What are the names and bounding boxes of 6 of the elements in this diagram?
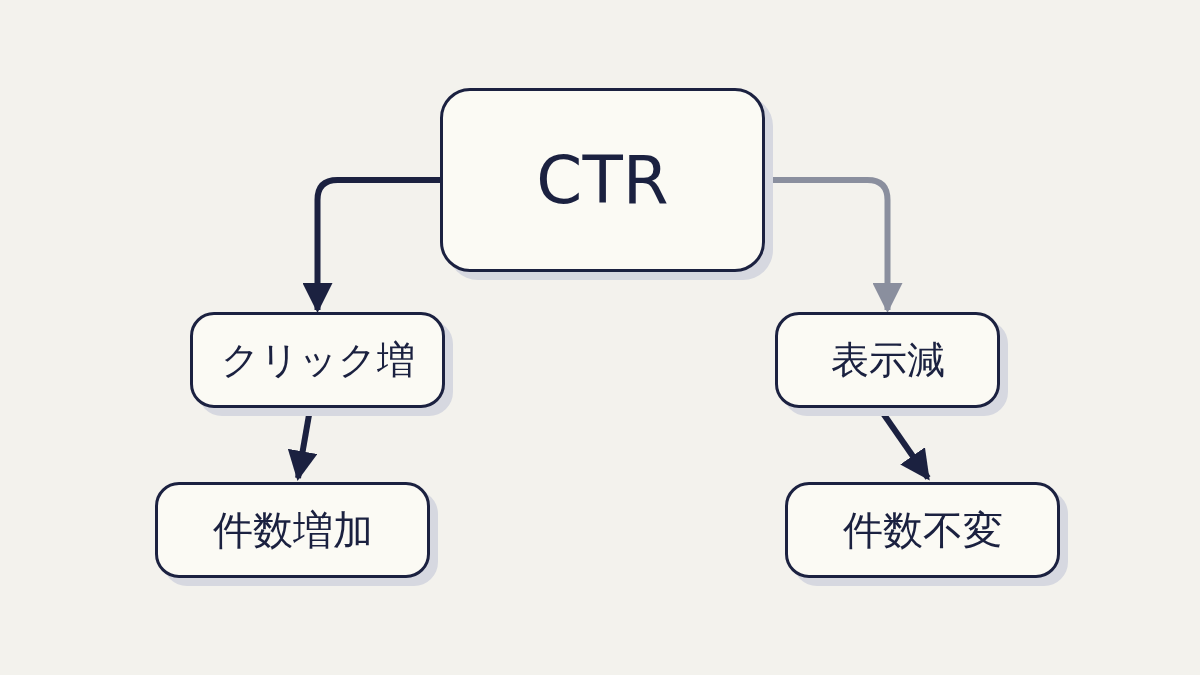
node-label: CTR: [536, 141, 669, 219]
node-label: 表示減: [830, 336, 945, 384]
node-label: 件数不変: [842, 505, 1003, 555]
arrow: [302, 177, 440, 313]
node-label: 件数増加: [212, 505, 373, 555]
node-label: クリック増: [220, 336, 415, 384]
